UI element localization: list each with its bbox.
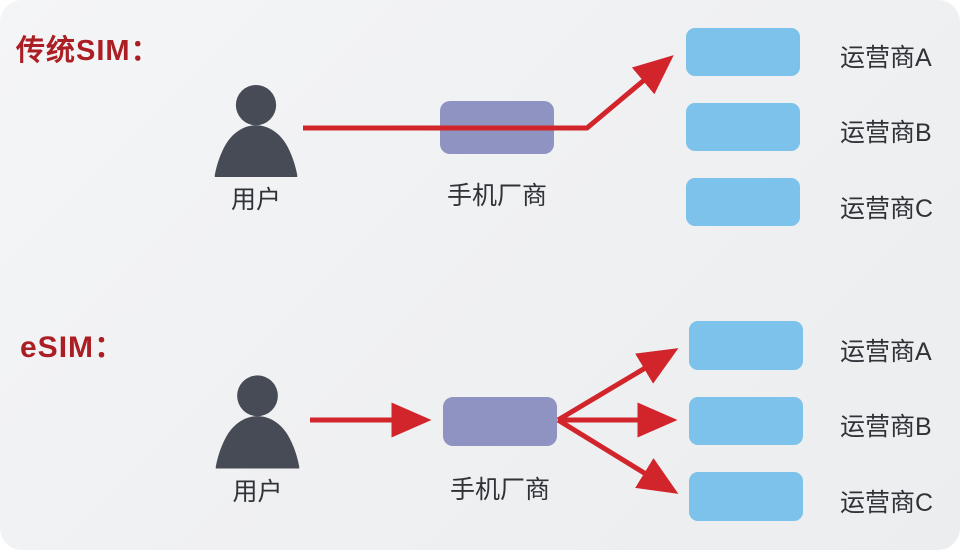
carrier-box-a — [686, 28, 800, 76]
user-icon — [215, 375, 300, 469]
carrier-label-a: 运营商A — [840, 338, 932, 366]
user-icon — [214, 84, 298, 177]
section-title-esim: eSIM： — [20, 331, 126, 364]
carrier-label-c: 运营商C — [840, 489, 934, 517]
user-node-traditional: 用户 — [207, 84, 305, 216]
user-node-esim: 用户 — [208, 374, 307, 508]
arrow-esim-to-carrier-c — [556, 417, 679, 494]
carrier-box-b — [686, 103, 800, 151]
carrier-label-a: 运营商A — [840, 44, 932, 72]
carrier-box-b — [689, 397, 803, 445]
carrier-box-a — [689, 321, 803, 370]
manufacturer-label: 手机厂商 — [446, 182, 547, 210]
carrier-label-c: 运营商C — [840, 195, 934, 223]
manufacturer-label: 手机厂商 — [449, 476, 550, 504]
section-title-traditional-sim: 传统SIM： — [16, 35, 161, 67]
user-label: 用户 — [230, 186, 281, 214]
carrier-label-b: 运营商B — [840, 413, 932, 441]
carrier-box-c — [686, 178, 800, 226]
carrier-label-b: 运营商B — [840, 119, 932, 147]
arrow-esim-to-carrier-a — [556, 348, 679, 423]
manufacturer-box — [440, 101, 554, 154]
user-label: 用户 — [232, 478, 283, 506]
carrier-box-c — [689, 472, 803, 521]
manufacturer-box — [443, 397, 557, 446]
